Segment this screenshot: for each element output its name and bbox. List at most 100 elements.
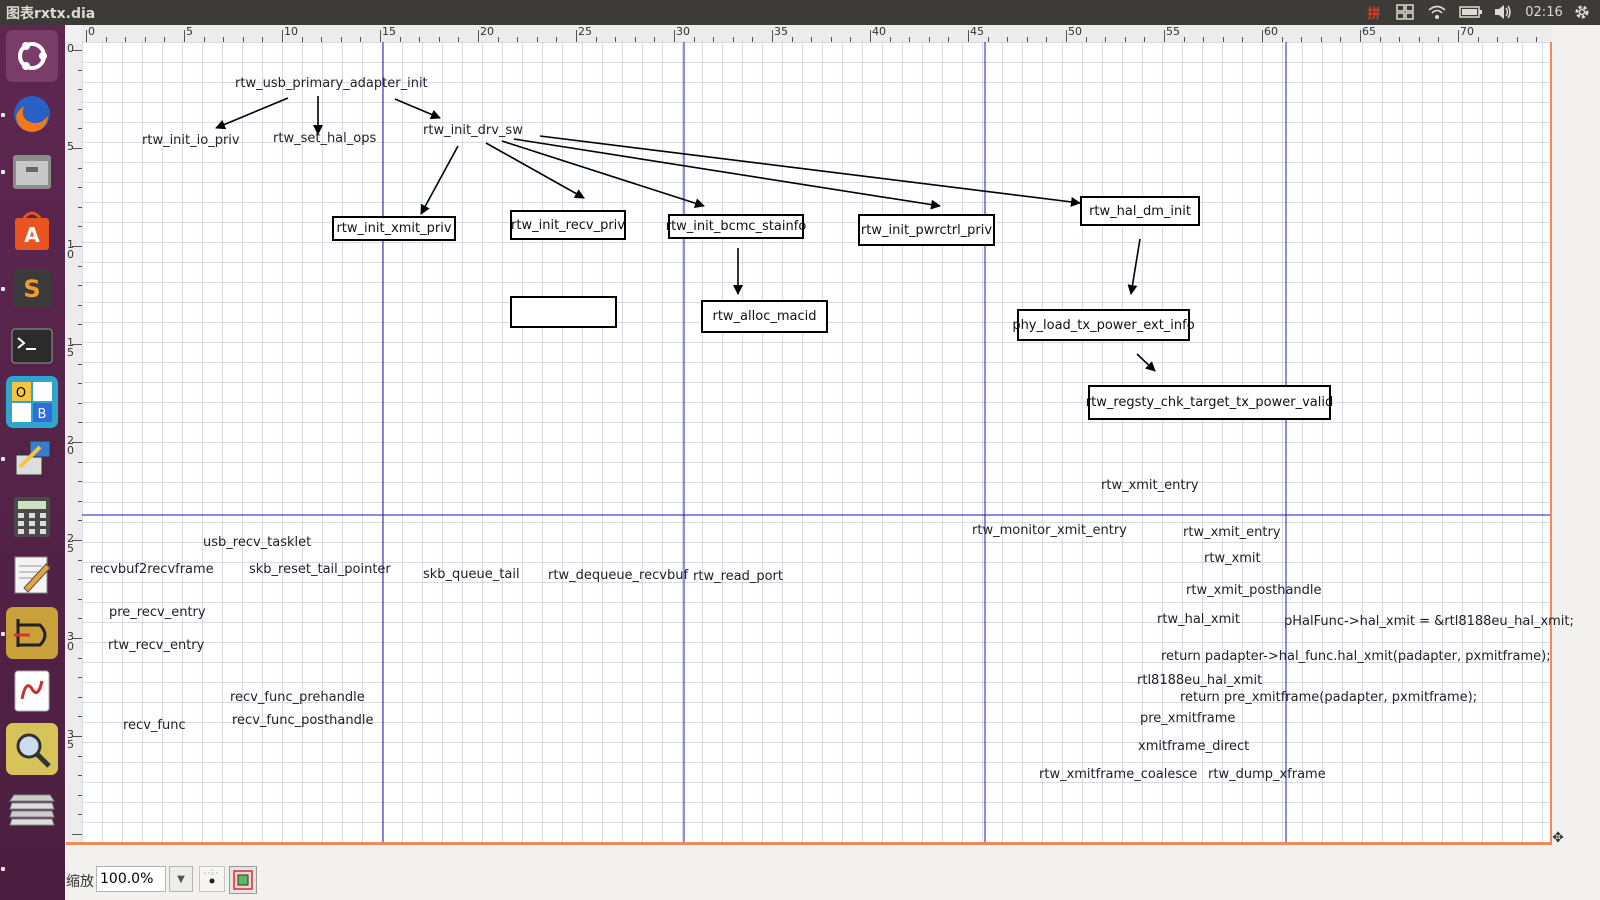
ruler-tick-label: 70 xyxy=(1460,25,1474,38)
ruler-tick-label: 60 xyxy=(1264,25,1278,38)
calculator-icon[interactable] xyxy=(6,491,58,543)
workspace-switcher-icon[interactable] xyxy=(6,781,58,833)
func-label[interactable]: rtw_dequeue_recvbuf xyxy=(548,568,689,583)
arrow-to-init-drv[interactable] xyxy=(394,98,441,120)
arrow-to-bcmc[interactable] xyxy=(501,140,705,209)
files-icon[interactable] xyxy=(6,146,58,198)
empty-box[interactable] xyxy=(510,296,617,328)
func-label[interactable]: rtw_recv_entry xyxy=(108,638,205,653)
func-label[interactable]: rtw_xmit_entry xyxy=(1101,478,1199,493)
func-label[interactable]: pHalFunc->hal_xmit = &rtl8188eu_hal_xmit… xyxy=(1284,614,1574,629)
ruler-tick-label: 45 xyxy=(970,25,984,38)
zoom-dropdown-button[interactable]: ▼ xyxy=(169,866,193,892)
func-label[interactable]: rtw_dump_xframe xyxy=(1208,767,1326,782)
ruler-tick-label: 25 xyxy=(578,25,592,38)
terminal-icon[interactable] xyxy=(6,320,58,372)
func-label[interactable]: recvbuf2recvframe xyxy=(90,562,214,577)
ruler-tick-label: 5 xyxy=(186,25,193,38)
ruler-tick-label: 55 xyxy=(1166,25,1180,38)
arrow-to-dm-init[interactable] xyxy=(539,135,1081,207)
image-viewer-icon[interactable] xyxy=(6,723,58,775)
arrow-to-recv-priv[interactable] xyxy=(485,142,585,199)
ruler-tick-label: 40 xyxy=(872,25,886,38)
ruler-tick-label: 20 xyxy=(480,25,494,38)
func-label[interactable]: usb_recv_tasklet xyxy=(203,535,312,550)
text-editor-icon[interactable] xyxy=(6,549,58,601)
svg-text:S: S xyxy=(23,275,40,303)
snap-grid-icon xyxy=(204,869,220,884)
ruler-tick-label: 10 xyxy=(284,25,298,38)
settings-gear-icon[interactable] xyxy=(1572,2,1592,22)
func-box[interactable]: rtw_regsty_chk_target_tx_power_valid xyxy=(1086,385,1333,420)
document-viewer-icon[interactable] xyxy=(6,665,58,717)
func-label[interactable]: skb_reset_tail_pointer xyxy=(249,562,391,577)
clock[interactable]: 02:16 xyxy=(1525,4,1563,20)
zoom-input[interactable] xyxy=(96,866,166,892)
func-label[interactable]: recv_func_prehandle xyxy=(230,690,365,705)
func-label[interactable]: xmitframe_direct xyxy=(1138,739,1250,754)
arrow-to-xmit-priv[interactable] xyxy=(420,145,459,215)
func-label[interactable]: rtw_hal_xmit xyxy=(1157,612,1240,627)
arrow-to-pwrctrl[interactable] xyxy=(513,138,941,210)
ruler-tick-label: 35 xyxy=(774,25,788,38)
status-bar: ✥ 缩放 ▼ xyxy=(66,830,1600,900)
network-tool-icon[interactable] xyxy=(6,433,58,485)
func-label[interactable]: return padapter->hal_func.hal_xmit(padap… xyxy=(1161,649,1551,664)
ruler-tick-label: 1 5 xyxy=(67,336,74,359)
func-box[interactable]: phy_load_tx_power_ext_info xyxy=(1012,309,1195,341)
func-label[interactable]: rtw_read_port xyxy=(693,569,783,584)
func-label[interactable]: recv_func xyxy=(123,718,186,733)
ruler-tick-label: 30 xyxy=(676,25,690,38)
ubuntu-dash-icon[interactable] xyxy=(6,30,58,82)
func-label[interactable]: rtw_xmit_entry xyxy=(1183,525,1281,540)
func-box[interactable]: rtw_hal_dm_init xyxy=(1080,196,1200,226)
svg-text:A: A xyxy=(24,223,40,247)
battery-icon[interactable] xyxy=(1458,2,1484,22)
func-label[interactable]: pre_xmitframe xyxy=(1140,711,1236,726)
func-label[interactable]: rtw_xmitframe_coalesce xyxy=(1039,767,1198,782)
func-box[interactable]: rtw_init_recv_priv xyxy=(510,210,626,240)
func-label[interactable]: pre_recv_entry xyxy=(109,605,206,620)
func-label[interactable]: return pre_xmitframe(padapter, pxmitfram… xyxy=(1180,690,1478,705)
guide-lines xyxy=(82,42,1550,842)
arrow-to-init-io[interactable] xyxy=(215,97,289,130)
func-label[interactable]: rtw_init_drv_sw xyxy=(423,123,523,138)
wifi-icon[interactable] xyxy=(1426,2,1448,22)
sublime-text-icon[interactable]: S xyxy=(6,262,58,314)
ruler-tick-label: 2 5 xyxy=(67,532,74,555)
func-box[interactable]: rtw_init_pwrctrl_priv xyxy=(858,214,995,246)
func-label[interactable]: rtw_monitor_xmit_entry xyxy=(972,523,1127,538)
arrow-to-regsty[interactable] xyxy=(1136,353,1156,372)
func-box[interactable]: rtw_init_bcmc_stainfo xyxy=(666,214,806,239)
chevron-down-icon: ▼ xyxy=(177,873,185,885)
func-label[interactable]: rtw_set_hal_ops xyxy=(273,131,377,146)
func-label[interactable]: rtw_xmit xyxy=(1204,551,1261,566)
navigation-crosshair-icon[interactable]: ✥ xyxy=(1552,830,1564,846)
diagram-canvas[interactable]: rtw_usb_primary_adapter_init rtw_init_io… xyxy=(82,42,1574,842)
snap-to-grid-toggle[interactable] xyxy=(199,866,225,892)
volume-icon[interactable] xyxy=(1492,2,1514,22)
func-label[interactable]: rtw_usb_primary_adapter_init xyxy=(235,76,428,91)
diagram-connectors xyxy=(82,42,1550,842)
input-method-indicator[interactable]: 拼 xyxy=(1367,6,1381,22)
object-snapping-toggle[interactable] xyxy=(229,866,257,894)
dia-icon[interactable] xyxy=(6,607,58,659)
func-label[interactable]: rtw_init_io_priv xyxy=(142,133,240,148)
func-label[interactable]: skb_queue_tail xyxy=(423,567,520,582)
arrow-to-phy-load[interactable] xyxy=(1127,238,1141,295)
ruler-tick-label: 3 5 xyxy=(67,728,74,751)
func-label[interactable]: rtw_xmit_posthandle xyxy=(1186,583,1322,598)
ruler-tick-label: 3 0 xyxy=(67,630,74,653)
func-box[interactable]: rtw_alloc_macid xyxy=(701,300,828,333)
func-label[interactable]: recv_func_posthandle xyxy=(232,713,374,728)
object-snap-icon xyxy=(233,870,253,890)
software-center-icon[interactable]: A xyxy=(6,204,58,256)
firefox-icon[interactable] xyxy=(6,88,58,140)
ruler-tick-label: 50 xyxy=(1068,25,1082,38)
func-label[interactable]: rtl8188eu_hal_xmit xyxy=(1137,673,1263,688)
workspace-indicator-icon[interactable] xyxy=(1394,2,1416,22)
func-box[interactable]: rtw_init_xmit_priv xyxy=(332,216,456,241)
